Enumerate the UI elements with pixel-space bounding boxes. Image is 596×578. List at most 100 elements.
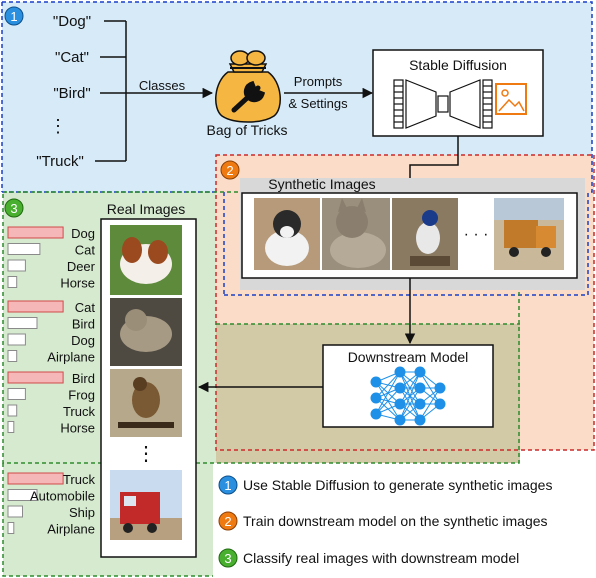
nn-node [394,414,406,426]
legend-badge-number: 3 [224,551,231,566]
nn-edge [399,371,421,405]
real-thumb-bird [110,369,182,437]
nn-edge [375,387,401,415]
class-label-truck: "Truck" [36,153,84,170]
synthetic-images-title: Synthetic Images [268,176,375,192]
class-bracket [95,20,127,162]
nn-node [414,414,426,426]
real-thumb-dog [110,225,182,295]
legend: 1 Use Stable Diffusion to generate synthe… [218,475,552,568]
score-bar [7,505,23,518]
synthetic-thumb-truck [494,198,564,270]
real-images-title: Real Images [107,201,186,217]
panel-step1-outline [2,1,593,193]
sd-to-synthetic-arrow [404,136,459,192]
prediction-bars: DogCatDeerHorseCatBirdDogAirplaneBirdFro… [7,226,96,537]
class-prediction-label: Truck [63,472,96,487]
nn-node [394,382,406,394]
class-prediction-label: Dog [71,226,95,241]
score-bar [7,276,18,288]
synthetic-ellipsis: · · · [464,226,489,243]
stable-diffusion-title: Stable Diffusion [409,57,507,73]
nn-node [370,376,382,388]
synthetic-thumb-dog [254,198,320,270]
image-icon [495,83,527,115]
panel-step3-outline-lower [2,463,213,577]
score-bar [7,300,64,313]
class-ellipsis: ⋮ [49,116,67,136]
nn-edge [399,371,421,421]
class-prediction-label: Truck [63,404,96,419]
panel-step3-outline [2,191,520,464]
class-list: "Dog" "Cat" "Bird" ⋮ "Truck" [36,13,91,170]
nn-node [394,366,406,378]
class-prediction-label: Airplane [47,350,95,365]
nn-edge [375,371,401,399]
class-label-cat: "Cat" [55,49,89,66]
legend-text: Train downstream model on the synthetic … [243,513,548,529]
nn-edge [375,371,401,415]
class-prediction-label: Cat [75,243,96,258]
score-bar [7,333,26,346]
class-prediction-label: Deer [67,259,96,274]
score-bar [7,243,41,255]
neural-network-icon [370,366,446,426]
downstream-model-title: Downstream Model [348,349,469,365]
score-bar [7,421,15,433]
class-prediction-label: Ship [69,505,95,520]
svg-text:3: 3 [10,201,17,216]
unet-icon [393,79,493,129]
bag-of-tricks-label: Bag of Tricks [207,122,288,138]
classes-label: Classes [139,78,186,93]
legend-badge [218,548,238,568]
class-prediction-label: Dog [71,333,95,348]
panel-step1-inner-bottom [224,192,589,296]
score-bar [7,350,18,362]
svg-text:1: 1 [10,9,17,24]
nn-edge [419,387,441,421]
bag-of-tricks-icon [215,50,281,123]
class-label-dog: "Dog" [53,13,91,30]
class-prediction-label: Bird [72,317,95,332]
real-images-ellipsis: ⋮ [136,443,156,465]
panel-step2-outline [215,154,595,451]
prompts-label: Prompts [294,74,343,89]
class-label-bird: "Bird" [53,85,90,102]
step1-badge: 1 [4,6,24,26]
score-bar [7,259,26,272]
nn-node [394,398,406,410]
class-prediction-label: Bird [72,371,95,386]
nn-edge [399,387,421,421]
class-prediction-label: Automobile [30,489,95,504]
score-bar [7,226,64,239]
class-prediction-label: Horse [60,276,95,291]
svg-text:2: 2 [226,163,233,178]
nn-node [434,398,446,410]
legend-background [213,463,596,578]
legend-badge-number: 1 [224,478,231,493]
nn-node [370,408,382,420]
synthetic-thumb-cat [322,198,390,270]
legend-text: Classify real images with downstream mod… [243,550,519,566]
score-bar [7,317,38,329]
legend-text: Use Stable Diffusion to generate synthet… [243,477,552,493]
class-prediction-label: Frog [68,388,95,403]
legend-item-1: 1 Use Stable Diffusion to generate synthe… [218,475,552,495]
legend-item-3: 3 Classify real images with downstream mo… [218,548,519,568]
class-prediction-label: Cat [75,300,96,315]
real-thumb-truck [110,470,182,540]
nn-node [434,382,446,394]
real-thumb-cat [110,298,182,366]
score-bar [7,522,15,534]
score-bar [7,388,26,400]
legend-badge [218,475,238,495]
synthetic-thumb-bird [392,198,458,270]
class-prediction-label: Horse [60,421,95,436]
score-bar [7,472,64,485]
